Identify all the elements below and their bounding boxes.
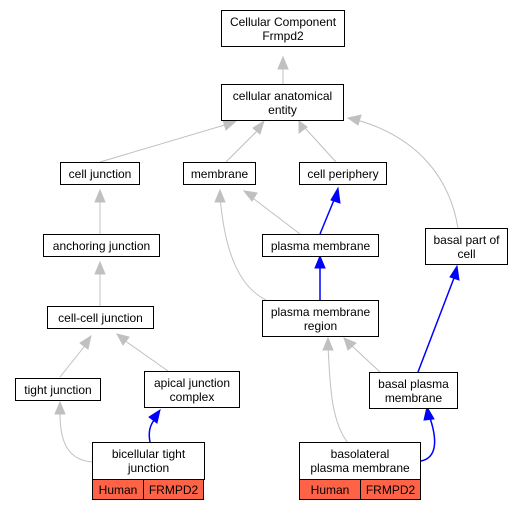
node-label: plasma membrane [270,238,371,253]
arrowhead-component [277,55,289,70]
node-line: membrane [384,390,443,405]
edge-bicellular-to-tight [59,413,93,463]
edge-periphery-to-entity [304,127,337,163]
node-line: junction [127,461,170,475]
node-line: basal plasma [378,376,449,391]
gene-badge: FRMPD2 [360,479,421,500]
node-bicellular-tight-junction[interactable]: bicellular tight junction [92,442,205,480]
node-basal-part-of-cell[interactable]: basal part of cell [425,228,508,265]
node-plasma-membrane-region[interactable]: plasma membrane region [262,300,379,337]
node-basal-plasma-membrane[interactable]: basal plasma membrane [369,372,458,409]
arrowhead-celljunction [94,188,106,203]
node-cell-periphery[interactable]: cell periphery [299,162,387,185]
node-line: plasma membrane [310,461,410,475]
arrowhead-basalpart [449,264,460,281]
node-line: region [303,318,338,333]
node-tight-junction[interactable]: tight junction [15,378,101,401]
edge-plasma-to-periphery [319,199,335,235]
arrowhead-entity-from-basalpart [346,114,362,126]
node-cell-junction[interactable]: cell junction [60,162,140,185]
node-membrane[interactable]: membrane [183,162,256,185]
arrowhead-plasma [314,254,326,269]
arrowhead-region-from-basal [343,337,357,351]
arrowhead-entity-from-celljunction [222,119,238,131]
arrowhead-entity-from-membrane [252,119,265,135]
node-anchoring-junction[interactable]: anchoring junction [43,234,160,257]
annotation-row-basolateral: Human FRMPD2 [299,479,421,500]
arrowhead-basal [423,405,435,421]
arrowhead-cellcell-from-tight [79,334,92,350]
node-cellular-component[interactable]: Cellular Component Frmpd2 [221,10,345,47]
arrowhead-membrane-from-plasma [242,190,258,202]
arrowhead-cellcell-from-apical [116,333,130,346]
node-line: cellular anatomical [232,88,333,103]
node-cellular-anatomical-entity[interactable]: cellular anatomical entity [221,84,344,121]
arrowhead-anchoring [94,260,106,275]
edge-basal-to-region [351,345,381,373]
node-label: membrane [190,166,249,181]
arrowhead-region-from-basolateral [322,336,334,351]
node-line: entity [268,102,297,117]
edge-apical-to-cellcell [123,339,169,372]
edge-membrane-to-entity [225,127,261,163]
node-basolateral-plasma-membrane[interactable]: basolateral plasma membrane [299,442,421,480]
node-plasma-membrane[interactable]: plasma membrane [262,234,379,257]
edge-celljunction-to-entity [99,123,229,163]
gene-badge: FRMPD2 [143,479,204,500]
arrowhead-periphery [330,186,341,204]
arrowhead-apical [148,408,161,424]
species-badge: Human [92,479,144,500]
node-line: apical junction [153,375,231,390]
node-apical-junction-complex[interactable]: apical junction complex [144,371,240,408]
edge-basolateral-to-basal [420,417,436,462]
edge-region-to-membrane [219,195,267,301]
node-label: cell junction [68,166,132,181]
arrowhead-tight [54,400,66,415]
node-line: Cellular Component [229,14,337,29]
node-line: complex [169,389,215,404]
node-label: anchoring junction [52,238,151,253]
node-line: cell [457,246,476,261]
node-line: Frmpd2 [262,28,304,43]
node-line: basal part of [433,232,500,247]
node-line: bicellular tight [111,447,186,461]
annotation-row-bicellular: Human FRMPD2 [92,479,205,500]
edge-basolateral-to-region [327,345,349,444]
node-cell-cell-junction[interactable]: cell-cell junction [47,306,154,329]
node-line: basolateral [330,447,390,461]
arrowhead-membrane-from-region [214,188,226,203]
species-badge: Human [299,479,361,500]
arrowhead-entity-from-periphery [298,120,308,134]
edge-plasma-to-membrane [249,195,301,235]
edge-tight-to-cellcell [59,341,89,378]
node-label: cell-cell junction [58,310,143,325]
edge-basal-to-basalpart [417,277,455,373]
node-line: plasma membrane [270,304,371,319]
node-label: tight junction [24,382,92,397]
edge-basalpart-to-entity [356,119,459,229]
node-label: cell periphery [307,166,379,181]
